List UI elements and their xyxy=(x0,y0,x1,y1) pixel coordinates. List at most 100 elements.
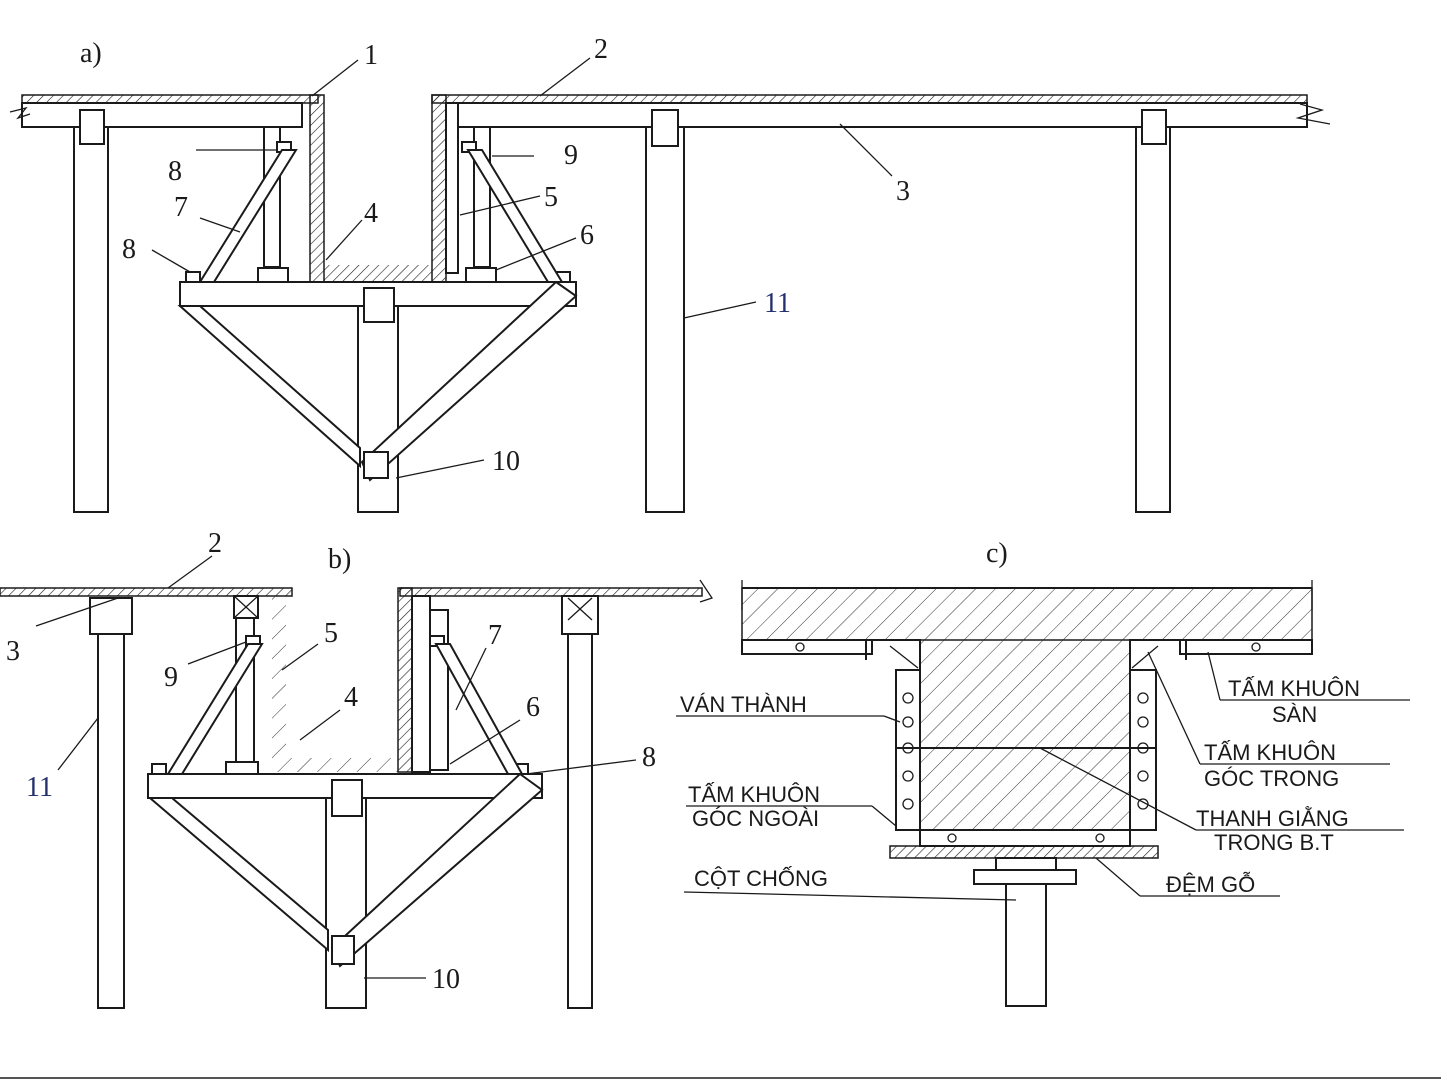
slab-deck-left xyxy=(22,95,318,103)
panel-a: a) xyxy=(10,34,1330,512)
leader-cot-chong xyxy=(684,892,1016,900)
label-8-bottom: 8 xyxy=(122,234,136,265)
leader-10 xyxy=(396,460,484,478)
label-van-thanh: VÁN THÀNH xyxy=(680,692,807,717)
bottom-block xyxy=(226,762,258,774)
label-2: 2 xyxy=(594,34,608,65)
bolt-plate xyxy=(332,780,362,816)
leader-7 xyxy=(200,218,240,232)
stud-right xyxy=(430,610,448,770)
side-form-left xyxy=(896,670,920,830)
label-9: 9 xyxy=(164,662,178,693)
kicker-left xyxy=(200,150,296,282)
panel-b-title: b) xyxy=(328,544,351,575)
label-cot-chong: CỘT CHỐNG xyxy=(694,865,828,891)
label-4: 4 xyxy=(364,198,378,229)
label-goc-ngoai-2: GÓC NGOÀI xyxy=(692,806,819,831)
leader-3 xyxy=(840,124,892,176)
bottom-block xyxy=(466,268,496,282)
bottom-block xyxy=(258,268,288,282)
label-3: 3 xyxy=(6,636,20,667)
label-dem-go: ĐỆM GỖ xyxy=(1166,871,1255,897)
label-thanh-giang-2: TRONG B.T xyxy=(1214,830,1334,855)
wedge-block xyxy=(186,272,200,282)
bolt-plate xyxy=(364,452,388,478)
label-7: 7 xyxy=(488,620,502,651)
label-3: 3 xyxy=(896,176,910,207)
leader-2 xyxy=(540,58,590,96)
bolt-plate xyxy=(364,288,394,322)
leader-1 xyxy=(312,60,358,96)
slab-panel-left xyxy=(742,640,872,654)
beam-bottom-form xyxy=(286,758,398,772)
brace-left xyxy=(150,798,328,950)
concrete-beam xyxy=(920,640,1130,830)
prop-2 xyxy=(646,127,684,512)
panel-b: b) xyxy=(0,528,712,1008)
slab-joist-right xyxy=(458,103,1307,127)
prop-head xyxy=(80,110,104,144)
inner-corner-left xyxy=(866,640,920,670)
prop-head xyxy=(90,598,132,634)
label-4: 4 xyxy=(344,682,358,713)
leader-11 xyxy=(58,718,98,770)
label-1: 1 xyxy=(364,40,378,71)
label-8: 8 xyxy=(642,742,656,773)
prop-1 xyxy=(98,610,124,1008)
prop-head xyxy=(996,858,1056,870)
label-6: 6 xyxy=(580,220,594,251)
stud-right-inner xyxy=(412,596,430,772)
leader-4 xyxy=(326,220,362,260)
bolt-plate xyxy=(332,936,354,964)
timber-pad xyxy=(890,846,1158,858)
prop-2 xyxy=(568,612,592,1008)
leader-4 xyxy=(300,710,340,740)
beam-side-form-left xyxy=(310,95,324,283)
center-post xyxy=(326,798,366,1008)
label-tam-khuon-san-2: SÀN xyxy=(1272,702,1317,727)
label-5: 5 xyxy=(324,618,338,649)
panel-c-title: c) xyxy=(986,538,1008,569)
wedge-block xyxy=(152,764,166,774)
label-goc-ngoai-1: TẤM KHUÔN xyxy=(688,782,820,807)
label-9: 9 xyxy=(564,140,578,171)
label-6: 6 xyxy=(526,692,540,723)
label-thanh-giang-1: THANH GIẰNG xyxy=(1196,806,1349,831)
label-5: 5 xyxy=(544,182,558,213)
concrete-slab xyxy=(742,588,1312,640)
label-tam-khuon-san-1: TẤM KHUÔN xyxy=(1228,676,1360,701)
prop-head xyxy=(652,110,678,146)
leader-11 xyxy=(684,302,756,318)
panel-c: c) xyxy=(676,538,1410,1006)
slab-deck-left xyxy=(0,588,292,596)
prop-tube xyxy=(1006,884,1046,1006)
label-10: 10 xyxy=(432,964,460,995)
prop-1 xyxy=(74,127,108,512)
slab-deck-right xyxy=(400,588,702,596)
side-form-right xyxy=(1130,670,1156,830)
label-11: 11 xyxy=(26,772,53,803)
label-8-top: 8 xyxy=(168,156,182,187)
panel-a-title: a) xyxy=(80,38,102,69)
stud-gap-right xyxy=(446,103,458,273)
label-goc-trong-1: TẤM KHUÔN xyxy=(1204,740,1336,765)
center-post xyxy=(358,306,398,512)
leader-5 xyxy=(282,644,318,670)
prop-head xyxy=(1142,110,1166,144)
slab-panel-right xyxy=(1180,640,1312,654)
slab-deck-right xyxy=(432,95,1307,103)
prop-head xyxy=(562,596,598,634)
beam-side-form-left xyxy=(272,596,286,772)
label-2: 2 xyxy=(208,528,222,559)
inner-corner-right xyxy=(1130,640,1186,670)
leader-8-bottom xyxy=(152,250,190,272)
label-11: 11 xyxy=(764,288,791,319)
label-goc-trong-2: GÓC TRONG xyxy=(1204,766,1339,791)
beam-bottom-form xyxy=(324,265,432,283)
bottom-form xyxy=(920,830,1130,846)
leader-2 xyxy=(168,556,212,588)
slab-joist-left xyxy=(22,103,302,127)
label-7: 7 xyxy=(174,192,188,223)
prop-plate xyxy=(974,870,1076,884)
